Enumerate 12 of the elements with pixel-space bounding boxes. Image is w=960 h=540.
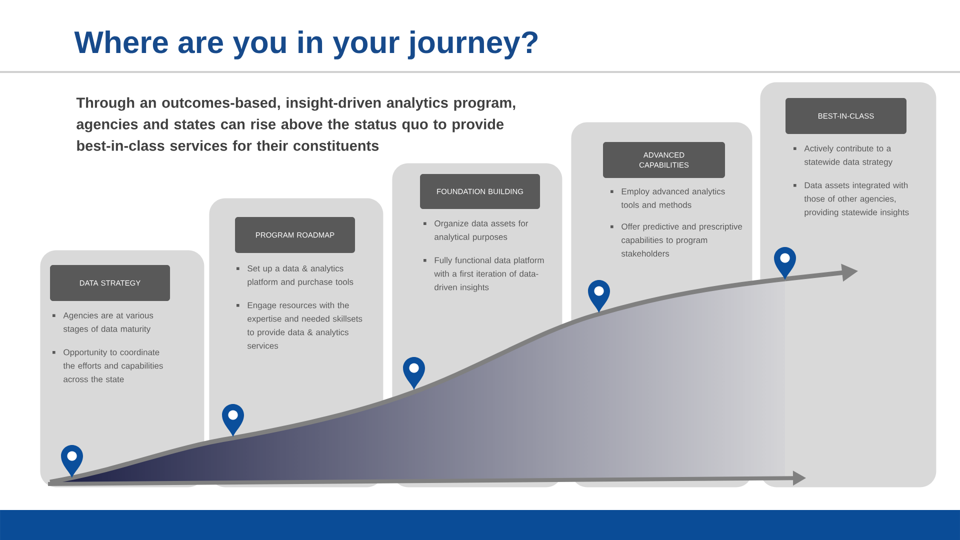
bullet-text: Actively contribute to a statewide data strategy: [804, 145, 893, 167]
bullet-text: Set up a data & analytics platform and purchase tools: [248, 265, 354, 287]
bullet-text: Offer predictive and prescriptive capabilities to program stakeholders: [621, 223, 742, 257]
bullet-text: Fully functional data platform with a first iteration of data-driven insights: [434, 257, 544, 292]
bullet-text: Employ advanced analytics tools and methods: [621, 188, 725, 208]
intro-text: Through an outcomes-based, insight-driven analytics program, agencies and states can rise above the status quo to provide best-in-class services for their constituents: [76, 97, 516, 151]
title: Where are you in your journey?: [74, 30, 538, 60]
bullet-text: Engage resources with the expertise and needed skillsets to provide data & analytics services: [247, 302, 362, 349]
bullet-text: Opportunity to coordinate the efforts and capabilities across the state: [63, 349, 163, 382]
bullet-text: Agencies are at various stages of data maturity: [63, 312, 154, 334]
bullet-text: Organize data assets for analytical purposes: [434, 220, 528, 242]
bullet-text: Data assets integrated with those of other agencies, providing statewide insights: [804, 182, 909, 217]
